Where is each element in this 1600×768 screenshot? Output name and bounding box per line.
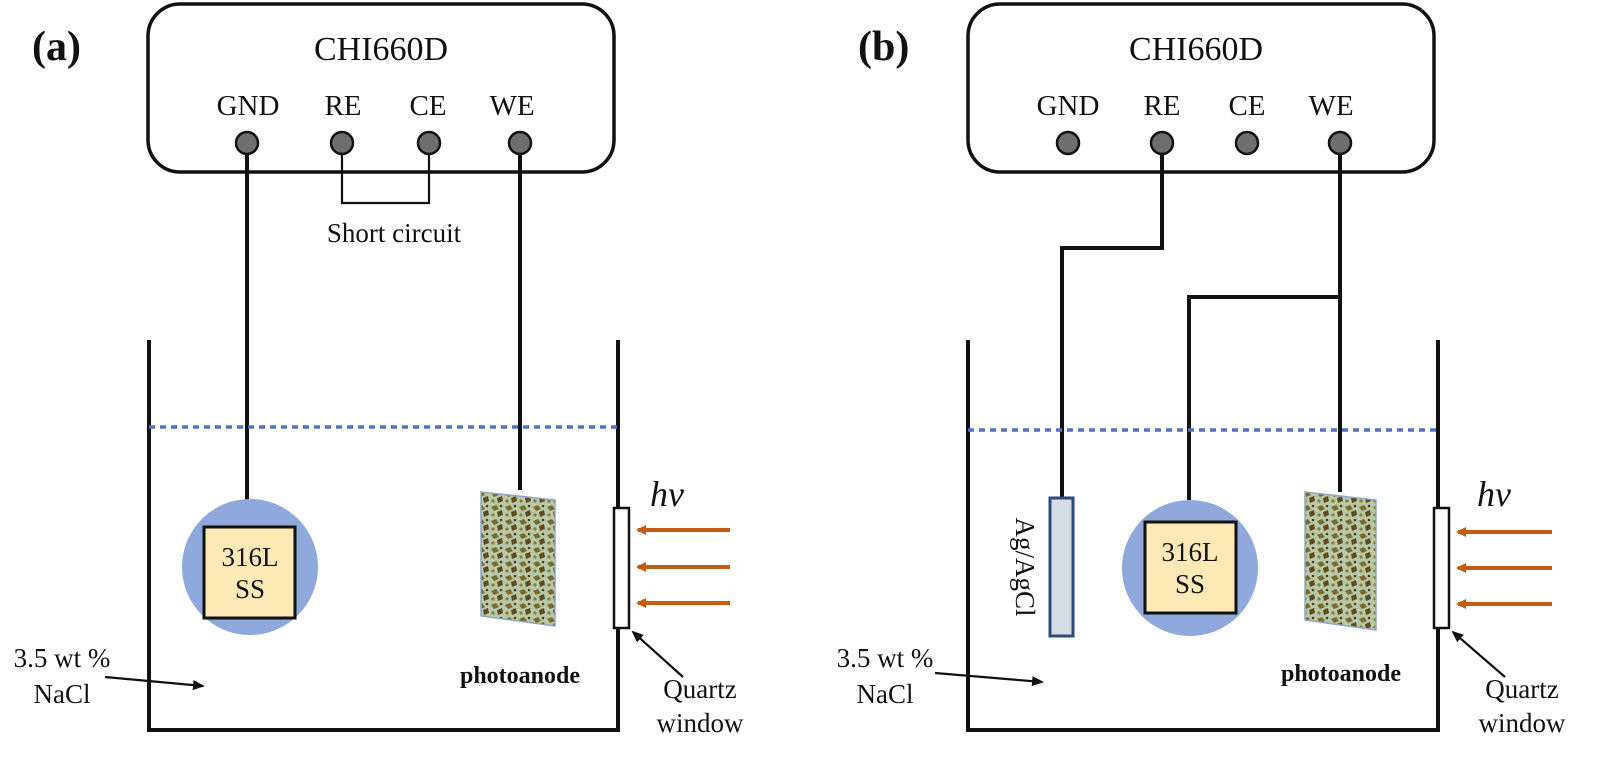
hv-label-a: hv bbox=[650, 474, 684, 514]
potentiostat-box-b bbox=[966, 2, 1436, 174]
terminal-we-a bbox=[507, 130, 533, 156]
terminal-ce-a bbox=[416, 130, 442, 156]
terminal-gnd-a bbox=[234, 130, 260, 156]
device-name-a: CHI660D bbox=[314, 31, 448, 68]
terminal-label-we-b: WE bbox=[1308, 90, 1353, 122]
terminal-ce-b bbox=[1234, 130, 1260, 156]
terminal-label-ce-a: CE bbox=[409, 90, 446, 122]
window-pointer-b bbox=[1451, 630, 1506, 678]
electrolyte-pointer-b bbox=[934, 671, 1044, 687]
terminal-label-ce-b: CE bbox=[1228, 90, 1265, 122]
ss-electrode-square-b bbox=[1143, 520, 1238, 615]
electrolyte-label-line1-b: 3.5 wt % bbox=[837, 643, 934, 673]
window-label-line1-b: Quartz bbox=[1485, 674, 1558, 704]
photoanode-electrode-b bbox=[1304, 491, 1377, 631]
panel-b: (b) CHI660D GND RE CE WE Ag/AgCl 316L SS… bbox=[837, 2, 1567, 738]
short-circuit-wire bbox=[340, 145, 431, 205]
terminal-label-re-b: RE bbox=[1143, 90, 1180, 122]
ss-label-line2-b: SS bbox=[1175, 569, 1205, 599]
device-name-b: CHI660D bbox=[1129, 31, 1263, 68]
terminal-gnd-b bbox=[1055, 130, 1081, 156]
window-label-line1-a: Quartz bbox=[663, 674, 736, 704]
window-label-line2-a: window bbox=[657, 708, 745, 738]
terminal-re-b bbox=[1149, 130, 1175, 156]
terminal-re-a bbox=[329, 130, 355, 156]
window-pointer-a bbox=[631, 630, 684, 678]
quartz-window-a bbox=[612, 506, 631, 630]
electrolyte-label-line1-a: 3.5 wt % bbox=[14, 643, 111, 673]
terminal-label-gnd-b: GND bbox=[1037, 90, 1100, 122]
panel-a: (a) CHI660D GND RE CE WE Short circuit 3… bbox=[14, 2, 745, 738]
electrolyte-pointer-a bbox=[104, 675, 205, 691]
potentiostat-box-a bbox=[146, 2, 616, 174]
terminal-we-b bbox=[1327, 130, 1353, 156]
terminal-label-gnd-a: GND bbox=[217, 90, 280, 122]
terminal-label-we-a: WE bbox=[489, 90, 534, 122]
panel-a-label: (a) bbox=[32, 24, 81, 70]
photoanode-electrode-a bbox=[480, 491, 556, 627]
panel-b-label: (b) bbox=[858, 24, 909, 70]
ss-label-line1-b: 316L bbox=[1162, 537, 1219, 567]
quartz-window-b bbox=[1432, 506, 1451, 630]
window-label-line2-b: window bbox=[1479, 708, 1567, 738]
photoanode-label-a: photoanode bbox=[460, 663, 580, 689]
terminal-label-re-a: RE bbox=[324, 90, 361, 122]
electrolyte-label-line2-a: NaCl bbox=[34, 679, 91, 709]
reference-electrode-b bbox=[1048, 496, 1075, 638]
short-circuit-label: Short circuit bbox=[327, 218, 462, 248]
ss-label-line1-a: 316L bbox=[222, 542, 279, 572]
ss-label-line2-a: SS bbox=[235, 574, 265, 604]
reference-electrode-label: Ag/AgCl bbox=[1010, 517, 1040, 616]
wire-re-b bbox=[1060, 145, 1164, 498]
wire-ce-b bbox=[1187, 295, 1340, 500]
hv-label-b: hv bbox=[1477, 474, 1511, 514]
electrolyte-label-line2-b: NaCl bbox=[857, 679, 914, 709]
ss-electrode-square-a bbox=[202, 525, 297, 620]
photoanode-label-b: photoanode bbox=[1281, 661, 1401, 687]
